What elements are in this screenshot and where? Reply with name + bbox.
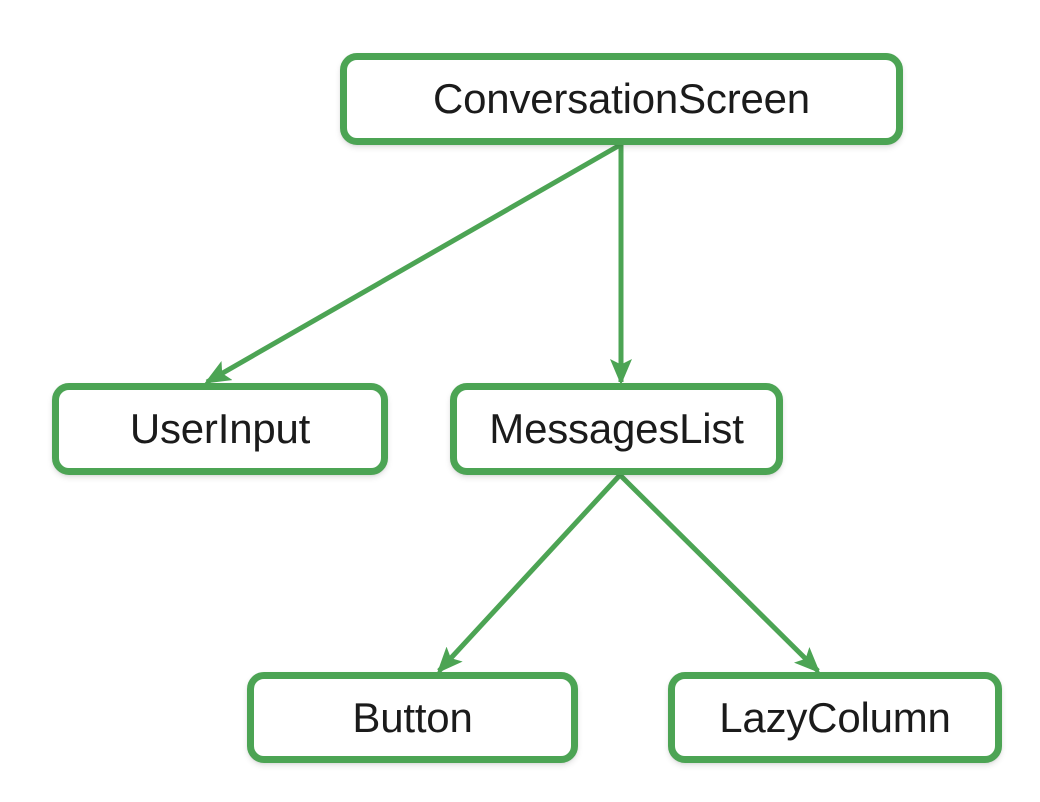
node-label-conversation-screen: ConversationScreen <box>433 75 810 122</box>
edge-conversationscreen-userinput <box>204 142 622 385</box>
node-label-button: Button <box>352 693 473 741</box>
edge-messageslist-button <box>436 473 622 674</box>
node-user-input[interactable]: UserInput <box>52 383 388 475</box>
node-label-lazy-column: LazyColumn <box>719 693 951 741</box>
node-label-user-input: UserInput <box>129 405 311 452</box>
node-label-messages-list: MessagesList <box>489 405 744 452</box>
node-button[interactable]: Button <box>247 672 578 763</box>
node-conversation-screen[interactable]: ConversationScreen <box>340 53 903 145</box>
node-lazy-column[interactable]: LazyColumn <box>668 672 1002 763</box>
node-messages-list[interactable]: MessagesList <box>450 383 783 475</box>
edge-messageslist-lazycolumn <box>618 473 821 674</box>
